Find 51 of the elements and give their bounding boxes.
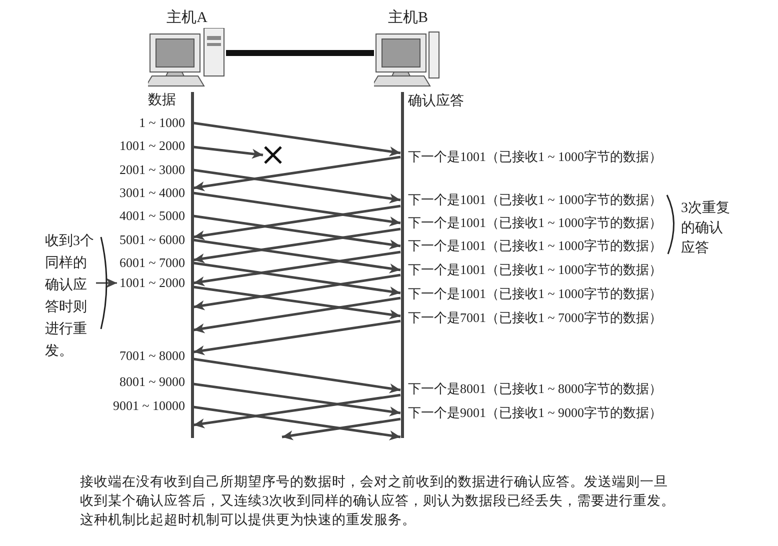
ack-text: 下一个是8001（已接收1 ~ 8000字节的数据） <box>408 381 662 397</box>
segment-arrow <box>193 296 401 334</box>
sequence-range: 9001 ~ 10000 <box>112 398 185 414</box>
segment-arrow <box>193 250 401 286</box>
segment-arrow <box>193 146 264 159</box>
segment-arrow <box>193 228 401 264</box>
segment-arrow <box>193 122 401 156</box>
segment-arrow <box>282 418 401 440</box>
sequence-range: 6001 ~ 7000 <box>119 255 185 271</box>
sequence-range: 1 ~ 1000 <box>138 115 185 131</box>
sequence-range: 1001 ~ 2000 <box>119 275 185 291</box>
host-label: 主机A <box>166 8 208 27</box>
segment-arrow <box>193 320 401 356</box>
ack-text: 下一个是1001（已接收1 ~ 1000字节的数据） <box>408 262 662 278</box>
segment-arrow <box>193 204 401 240</box>
ack-text: 下一个是1001（已接收1 ~ 1000字节的数据） <box>408 192 662 208</box>
host-label: 主机B <box>386 8 429 27</box>
segment-arrow <box>193 406 401 440</box>
segment-arrow <box>193 214 401 250</box>
segment-arrow <box>193 238 401 274</box>
sequence-range: 4001 ~ 5000 <box>119 208 185 224</box>
ack-text: 下一个是1001（已接收1 ~ 1000字节的数据） <box>408 238 662 254</box>
sequence-range: 2001 ~ 3000 <box>119 162 185 178</box>
segment-arrow <box>193 168 401 204</box>
segment-arrow <box>193 262 401 296</box>
ack-text: 下一个是1001（已接收1 ~ 1000字节的数据） <box>408 215 662 231</box>
caption: 接收端在没有收到自己所期望序号的数据时，会对之前收到的数据进行确认应答。发送端则一旦收到某个确认应答后，又连续3次收到同样的确认应答，则认为数据段已经丢失，需要进行重发。这种机制比起超时机制可以提供更为快速的重发服务。 <box>80 473 676 529</box>
timeline-bar <box>400 92 404 438</box>
ack-text: 下一个是7001（已接收1 ~ 7000字节的数据） <box>408 310 662 326</box>
segment-arrow <box>193 274 401 310</box>
column-heading: 确认应答 <box>408 94 464 110</box>
note-text: 收到3个同样的确认应答时则进行重发。 <box>45 232 95 361</box>
ack-text: 下一个是9001（已接收1 ~ 9000字节的数据） <box>408 405 662 421</box>
segment-arrow <box>193 156 401 192</box>
segment-arrow <box>193 394 401 428</box>
sequence-range: 1001 ~ 2000 <box>119 138 185 154</box>
sequence-range: 3001 ~ 4000 <box>119 185 185 201</box>
segment-arrow <box>193 358 401 394</box>
sequence-range: 5001 ~ 6000 <box>119 232 185 248</box>
ack-text: 下一个是1001（已接收1 ~ 1000字节的数据） <box>408 286 662 302</box>
sequence-range: 8001 ~ 9000 <box>119 374 185 390</box>
timeline-bar <box>190 92 194 438</box>
column-heading: 数据 <box>148 93 176 109</box>
ack-text: 下一个是1001（已接收1 ~ 1000字节的数据） <box>408 149 662 165</box>
pointer-arrow <box>96 278 117 288</box>
network-cable <box>226 50 374 56</box>
segment-arrow <box>193 286 401 320</box>
segment-arrow <box>193 192 401 226</box>
note-text: 3次重复的确认应答 <box>681 200 731 258</box>
segment-arrow <box>193 382 401 416</box>
sequence-range: 7001 ~ 8000 <box>119 348 185 364</box>
